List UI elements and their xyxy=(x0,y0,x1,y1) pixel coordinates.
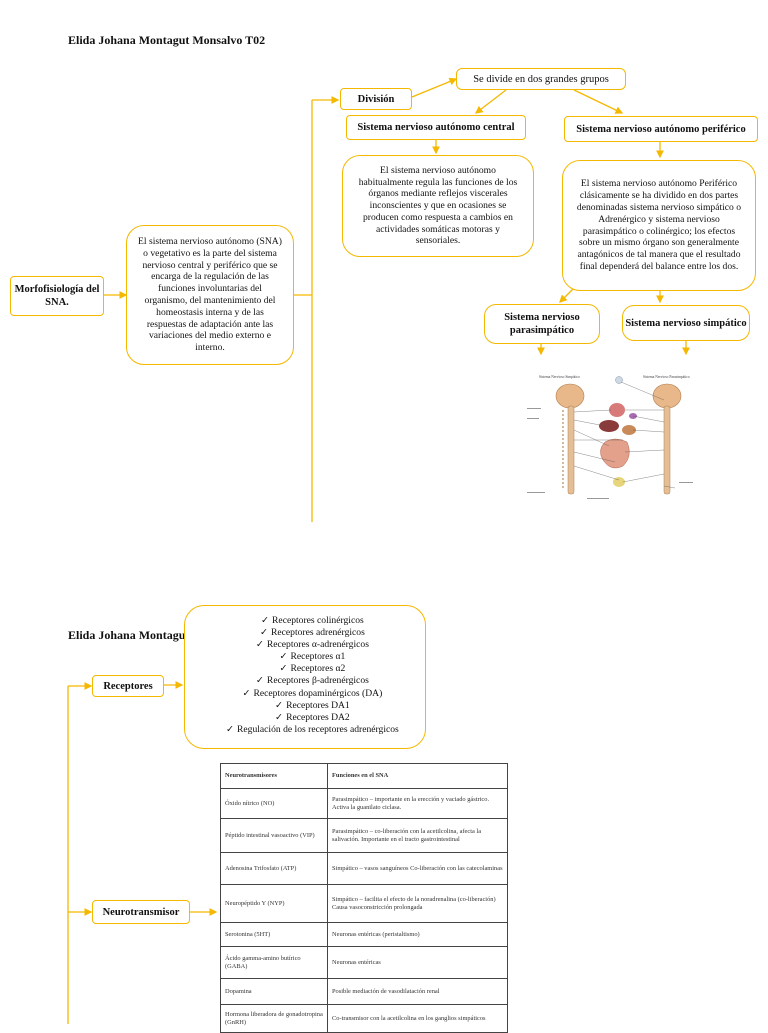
sympathetic-label: Sistema nervioso simpático xyxy=(625,317,747,329)
organs xyxy=(599,376,637,487)
receptors-list-box: ✓Receptores colinérgicos ✓Receptores adr… xyxy=(184,605,426,749)
neurotransmitter-node: Neurotransmisor xyxy=(92,900,190,924)
list-item: ✓Receptores α-adrenérgicos xyxy=(255,639,369,651)
table-cell: Parasimpático – co-liberación con la ace… xyxy=(327,818,508,853)
table-cell: Parasimpático – importante en la erecció… xyxy=(327,788,508,819)
central-title: Sistema nervioso autónomo central xyxy=(357,122,515,133)
division-note-box: Se divide en dos grandes grupos xyxy=(456,68,626,90)
table-row: Óxido nítrico (NO) Parasimpático – impor… xyxy=(220,788,508,819)
division-label: División xyxy=(357,93,395,105)
table-row: Ácido gamma-amino butírico (GABA) Neuron… xyxy=(220,946,508,979)
table-row: Serotonina (5HT) Neuronas entéricas (per… xyxy=(220,922,508,947)
table-cell: Simpático – vasos sanguíneos Co-liberaci… xyxy=(327,852,508,885)
table-cell: Hormona liberadora de gonadotropina (GnR… xyxy=(220,1004,328,1033)
diagram-left-label: Sistema Nervioso Simpático xyxy=(539,375,580,379)
central-title-box: Sistema nervioso autónomo central xyxy=(346,115,526,140)
list-item: ✓Receptores DA2 xyxy=(275,711,350,723)
receptors-list: ✓Receptores colinérgicos ✓Receptores adr… xyxy=(223,615,399,736)
root-label: Morfofisiología del SNA. xyxy=(14,284,100,308)
receptors-label: Receptores xyxy=(103,680,153,692)
table-cell: Posible mediación de vasodilatación rena… xyxy=(327,978,508,1005)
diagram-right-label: Sistema Nervioso Parasimpático xyxy=(643,375,690,379)
list-item: ✓Receptores β-adrenérgicos xyxy=(255,675,369,687)
table-cell: Neuropéptido Y (NYP) xyxy=(220,884,328,923)
central-desc: El sistema nervioso autónomo habitualmen… xyxy=(358,164,518,247)
table-header: Funciones en el SNA xyxy=(327,763,508,789)
division-note: Se divide en dos grandes grupos xyxy=(473,73,609,85)
table-row: Dopamina Posible mediación de vasodilata… xyxy=(220,978,508,1005)
right-figure xyxy=(652,383,682,495)
table-cell: Co-transmisor con la acetilcolina en los… xyxy=(327,1004,508,1033)
nerve-lines xyxy=(573,381,676,489)
table-cell: Péptido intestinal vasoactivo (VIP) xyxy=(220,818,328,853)
peripheral-desc: El sistema nervioso autónomo Periférico … xyxy=(576,178,742,272)
parasympathetic-box: Sistema nervioso parasimpático xyxy=(484,304,600,344)
table-cell: Ácido gamma-amino butírico (GABA) xyxy=(220,946,328,979)
peripheral-title: Sistema nervioso autónomo periférico xyxy=(576,123,746,135)
table-header: Neurotransmisores xyxy=(220,763,328,789)
table-row: Péptido intestinal vasoactivo (VIP) Para… xyxy=(220,818,508,853)
table-cell: Dopamina xyxy=(220,978,328,1005)
neurotransmitter-label: Neurotransmisor xyxy=(102,906,180,918)
list-item: ✓Receptores dopaminérgicos (DA) xyxy=(242,687,383,699)
table-cell: Neuronas entéricas xyxy=(327,946,508,979)
list-item: ✓Receptores α1 xyxy=(279,651,346,663)
division-node: División xyxy=(340,88,412,110)
neurotransmitter-table: Neurotransmisores Funciones en el SNA Óx… xyxy=(220,763,508,1033)
sympathetic-box: Sistema nervioso simpático xyxy=(622,305,750,341)
table-row: Neuropéptido Y (NYP) Simpático – facilit… xyxy=(220,884,508,923)
list-item: ✓Receptores α2 xyxy=(279,663,346,675)
list-item: ✓Receptores adrenérgicos xyxy=(259,627,365,639)
list-item: ✓Regulación de los receptores adrenérgic… xyxy=(225,723,399,735)
table-row: Hormona liberadora de gonadotropina (GnR… xyxy=(220,1004,508,1033)
central-desc-box: El sistema nervioso autónomo habitualmen… xyxy=(342,155,534,257)
parasympathetic-label: Sistema nervioso parasimpático xyxy=(504,312,580,336)
definition-box: El sistema nervioso autónomo (SNA) o veg… xyxy=(126,225,294,365)
author-name: Elida Johana Montagut Monsalvo T02 xyxy=(68,33,266,47)
table-cell: Simpático – facilita el efecto de la nor… xyxy=(327,884,508,923)
receptors-node: Receptores xyxy=(92,675,164,697)
author-name-2: Elida Johana Montagut xyxy=(68,628,190,642)
root-node: Morfofisiología del SNA. xyxy=(10,276,104,316)
table-cell: Neuronas entéricas (peristaltismo) xyxy=(327,922,508,947)
list-item: ✓Receptores colinérgicos xyxy=(261,615,364,626)
left-figure xyxy=(555,383,585,495)
autonomic-nervous-system-diagram: Sistema Nervioso Simpático Sistema Nervi… xyxy=(527,375,693,499)
table-cell: Óxido nítrico (NO) xyxy=(220,788,328,819)
table-header-row: Neurotransmisores Funciones en el SNA xyxy=(220,763,508,789)
definition-text: El sistema nervioso autónomo (SNA) o veg… xyxy=(138,236,282,354)
table-cell: Adenosina Trifosfato (ATP) xyxy=(220,852,328,885)
table-cell: Serotonina (5HT) xyxy=(220,922,328,947)
peripheral-desc-box: El sistema nervioso autónomo Periférico … xyxy=(562,160,756,291)
table-row: Adenosina Trifosfato (ATP) Simpático – v… xyxy=(220,852,508,885)
list-item: ✓Receptores DA1 xyxy=(275,699,350,711)
peripheral-title-box: Sistema nervioso autónomo periférico xyxy=(564,116,758,142)
